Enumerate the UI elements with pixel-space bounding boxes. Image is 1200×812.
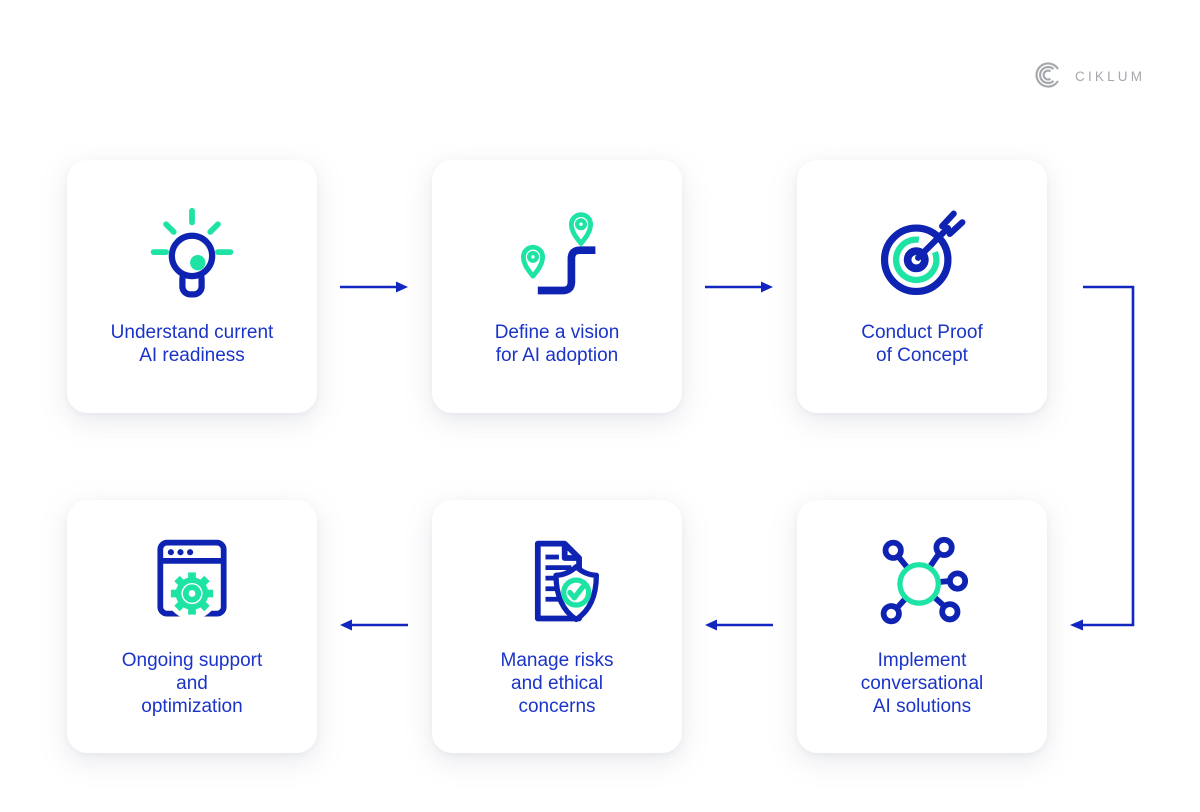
network-hub-icon — [880, 537, 969, 625]
flow-arrow-left-icon — [705, 618, 773, 632]
browser-gear-icon — [157, 540, 227, 620]
flow-connector-down-left-icon — [1045, 276, 1145, 638]
flow-arrow-left-icon — [340, 618, 408, 632]
card-label: Implement conversational AI solutions — [860, 650, 984, 717]
card-step-2-define-vision: Define a vision for AI adoption — [432, 160, 682, 413]
ciklum-logo: CIKLUM — [1033, 57, 1145, 93]
card-label: Understand current AI readiness — [110, 321, 274, 366]
target-dart-icon — [880, 210, 966, 295]
card-step-6-ongoing-support: Ongoing support and optimization — [67, 500, 317, 753]
flow-arrow-right-icon — [705, 280, 773, 294]
card-step-3-proof-of-concept: Conduct Proof of Concept — [797, 160, 1047, 413]
ciklum-logo-text: CIKLUM — [1075, 68, 1146, 84]
ciklum-arcs-logo-icon — [1035, 62, 1061, 88]
card-step-5-manage-risks: Manage risks and ethical concerns — [432, 500, 682, 753]
card-label: Manage risks and ethical concerns — [500, 650, 614, 717]
card-label: Ongoing support and optimization — [121, 650, 263, 717]
journey-path-icon — [521, 211, 596, 295]
lightbulb-idea-icon — [150, 207, 234, 298]
document-shield-check-icon — [534, 541, 599, 623]
card-step-1-understand-ai-readiness: Understand current AI readiness — [67, 160, 317, 413]
card-step-4-implement-ai-solutions: Implement conversational AI solutions — [797, 500, 1047, 753]
card-label: Conduct Proof of Concept — [861, 321, 983, 366]
flow-arrow-right-icon — [340, 280, 408, 294]
card-label: Define a vision for AI adoption — [494, 321, 620, 366]
